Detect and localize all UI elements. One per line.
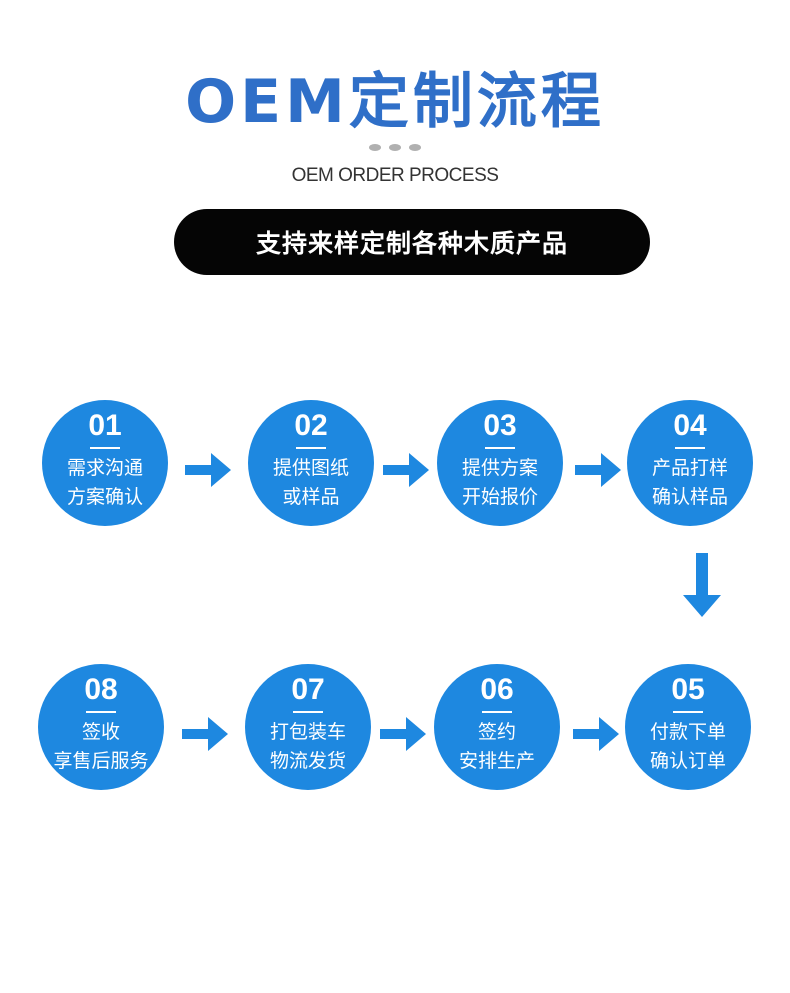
arrow-right-icon [573, 717, 619, 751]
step-divider [293, 711, 323, 713]
step-label-line1: 签约 [477, 721, 516, 743]
step-divider [673, 711, 703, 713]
step-08-circle: 08 签收 享售后服务 [38, 664, 164, 790]
step-divider [86, 711, 116, 713]
step-label-line2: 确认样品 [651, 486, 728, 508]
step-label-line1: 提供方案 [461, 457, 538, 479]
arrow-right-icon [575, 453, 621, 487]
step-03-circle: 03 提供方案 开始报价 [437, 400, 563, 526]
step-label-line2: 开始报价 [461, 486, 538, 508]
step-number: 04 [673, 409, 707, 442]
step-label-line1: 产品打样 [651, 457, 728, 479]
step-number: 03 [483, 409, 517, 442]
step-05-circle: 05 付款下单 确认订单 [625, 664, 751, 790]
arrow-right-icon [182, 717, 228, 751]
dot-1 [369, 144, 381, 151]
step-label-line1: 付款下单 [649, 721, 726, 743]
banner-text: 支持来样定制各种木质产品 [255, 229, 568, 258]
step-number: 08 [84, 673, 118, 706]
step-label-line1: 提供图纸 [272, 457, 349, 479]
arrow-down-icon [683, 553, 721, 617]
decorative-dots [0, 144, 790, 154]
step-label-line1: 签收 [81, 721, 120, 743]
step-divider [90, 447, 120, 449]
step-divider [296, 447, 326, 449]
step-divider [485, 447, 515, 449]
step-02-circle: 02 提供图纸 或样品 [248, 400, 374, 526]
step-label-line2: 或样品 [282, 486, 340, 508]
arrow-right-icon [185, 453, 231, 487]
step-number: 07 [291, 673, 325, 706]
arrow-right-icon [383, 453, 429, 487]
step-number: 01 [88, 409, 122, 442]
step-07-circle: 07 打包装车 物流发货 [245, 664, 371, 790]
step-number: 05 [671, 673, 705, 706]
step-divider [482, 711, 512, 713]
dot-2 [389, 144, 401, 151]
step-divider [675, 447, 705, 449]
step-label-line2: 享售后服务 [53, 750, 149, 772]
step-label-line2: 安排生产 [458, 750, 535, 772]
step-label-line2: 确认订单 [649, 750, 726, 772]
step-label-line2: 方案确认 [66, 486, 143, 508]
dot-3 [409, 144, 421, 151]
step-number: 06 [480, 673, 514, 706]
page-title: OEM定制流程 [185, 67, 605, 137]
step-01-circle: 01 需求沟通 方案确认 [42, 400, 168, 526]
arrow-right-icon [380, 717, 426, 751]
step-06-circle: 06 签约 安排生产 [434, 664, 560, 790]
step-label-line2: 物流发货 [269, 750, 346, 772]
step-label-line1: 打包装车 [269, 721, 346, 743]
banner-pill: 支持来样定制各种木质产品 [174, 209, 650, 275]
page-subtitle: OEM ORDER PROCESS [291, 165, 499, 186]
step-label-line1: 需求沟通 [66, 457, 143, 479]
step-04-circle: 04 产品打样 确认样品 [627, 400, 753, 526]
step-number: 02 [294, 409, 328, 442]
